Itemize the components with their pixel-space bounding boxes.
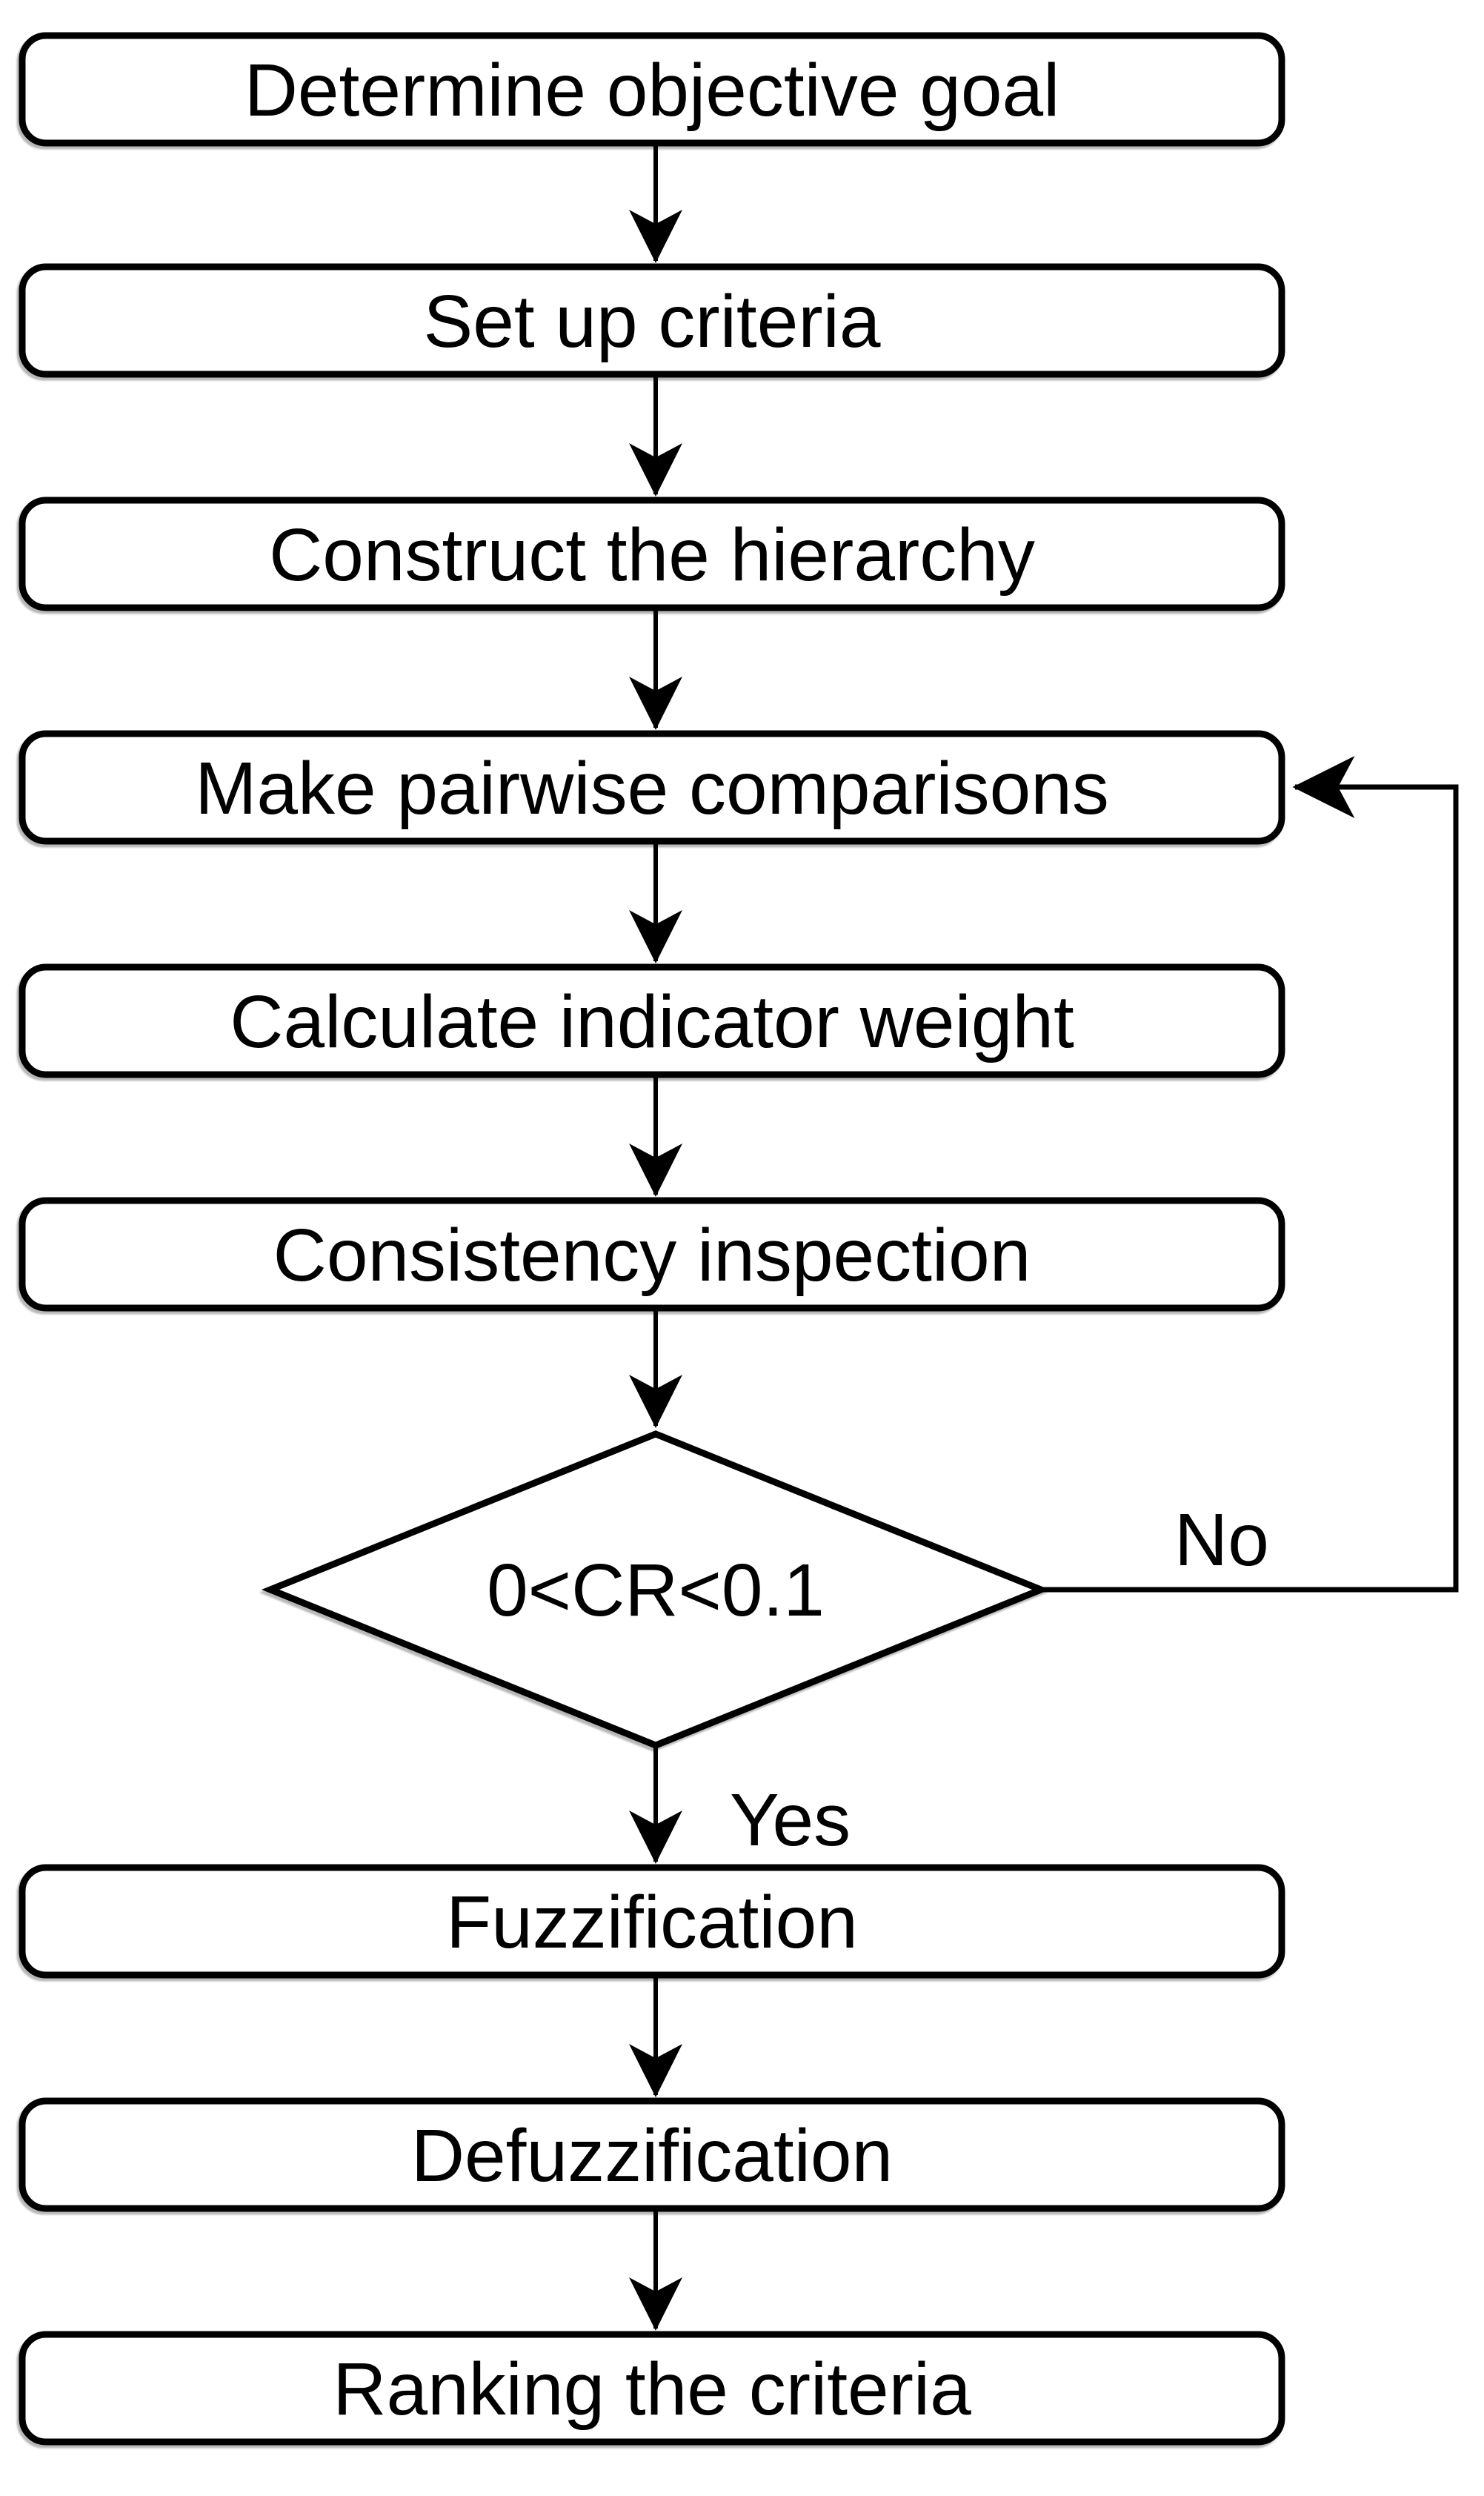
flow-connectors	[629, 143, 1459, 2331]
node-calculate-indicator-weight: Calculate indicator weight	[19, 963, 1285, 1078]
node-label: Defuzzification	[411, 2114, 893, 2197]
node-consistency-inspection: Consistency inspection	[19, 1197, 1285, 1312]
node-label: Fuzzification	[446, 1881, 858, 1964]
edge-label-no: No	[1174, 1498, 1269, 1581]
process-box	[19, 2097, 1285, 2212]
edge-label-yes: Yes	[730, 1779, 851, 1862]
node-set-up-criteria: Set up criteria	[19, 263, 1285, 378]
process-box	[19, 1864, 1285, 1979]
node-construct-the-hierarchy: Construct the hierarchy	[19, 497, 1285, 611]
node-label: Calculate indicator weight	[230, 980, 1074, 1063]
node-label: Set up criteria	[424, 280, 881, 363]
node-fuzzification: Fuzzification	[19, 1864, 1285, 1979]
node-label: Determine objective goal	[244, 49, 1060, 132]
node-label: Ranking the criteria	[333, 2348, 971, 2431]
node-ranking-the-criteria: Ranking the criteria	[19, 2331, 1285, 2446]
decision-diamond	[261, 1430, 1051, 1749]
process-box	[19, 497, 1285, 611]
node-label: Construct the hierarchy	[269, 514, 1035, 597]
node-cr-decision: 0<CR<0.1	[261, 1430, 1051, 1749]
node-label: Make pairwise comparisons	[195, 747, 1109, 830]
process-box	[19, 32, 1285, 147]
node-label: 0<CR<0.1	[487, 1549, 825, 1632]
node-determine-objective-goal: Determine objective goal	[19, 32, 1285, 147]
process-box	[19, 2331, 1285, 2446]
process-box	[19, 1197, 1285, 1312]
node-make-pairwise-comparisons: Make pairwise comparisons	[19, 730, 1285, 845]
node-label: Consistency inspection	[273, 1214, 1031, 1297]
process-box	[19, 730, 1285, 845]
edge-decision-no-feedback-loop	[1041, 756, 1459, 1593]
process-box	[19, 963, 1285, 1078]
node-defuzzification: Defuzzification	[19, 2097, 1285, 2212]
process-box	[19, 263, 1285, 378]
